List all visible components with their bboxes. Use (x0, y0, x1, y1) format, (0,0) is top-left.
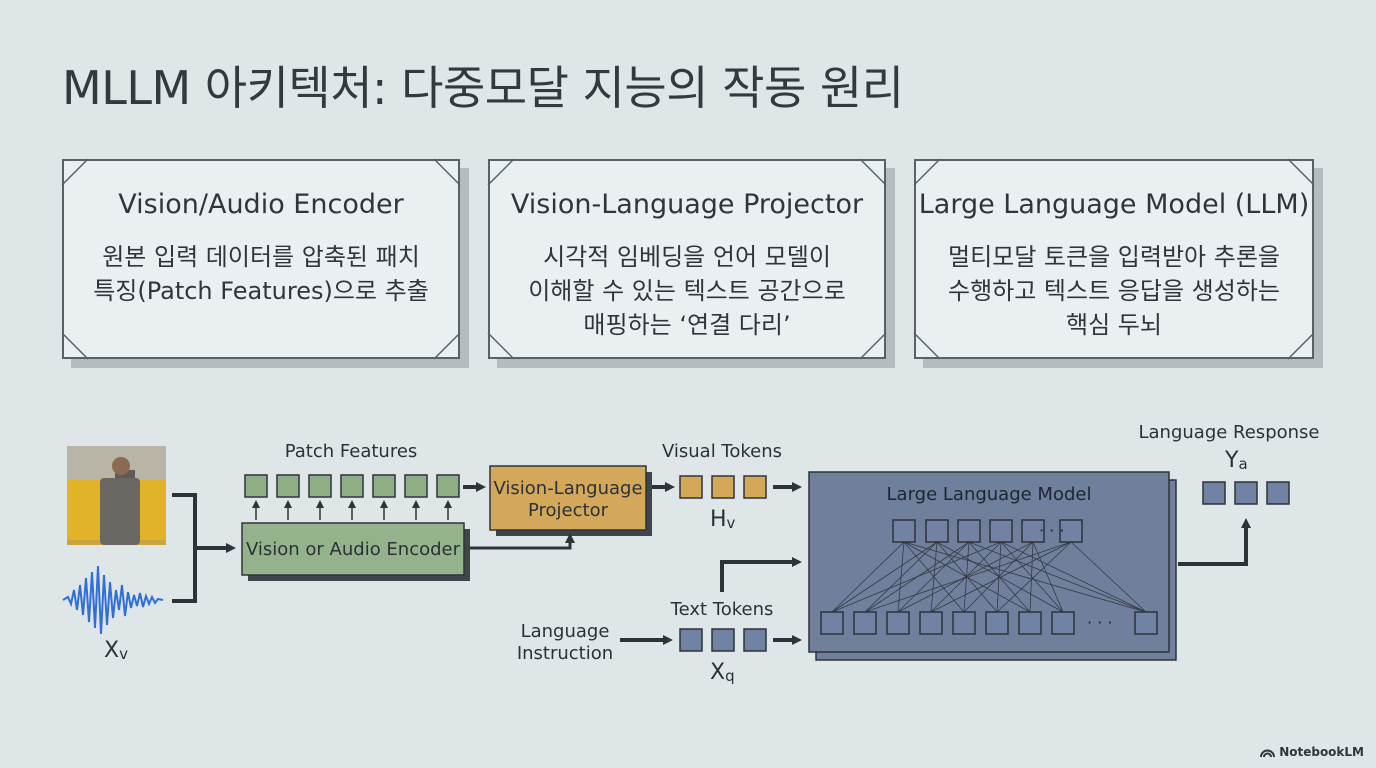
projector-card-title: Vision-Language Projector (510, 189, 864, 220)
response-token (1266, 481, 1290, 505)
text-token (679, 628, 703, 652)
response-tokens (1202, 481, 1290, 505)
patch-token (340, 474, 364, 498)
xv-label: Xv (104, 638, 128, 663)
projector-card-line: 매핑하는 ‘연결 다리’ (583, 311, 791, 339)
projector-card-description: 시각적 임베딩을 언어 모델이 이해할 수 있는 텍스트 공간으로 매핑하는 ‘… (507, 240, 867, 342)
encoder-card-description: 원본 입력 데이터를 압축된 패치 특징(Patch Features)으로 추… (81, 240, 441, 308)
language-instruction-line2: Instruction (517, 643, 613, 664)
projector-box-label-line1: Vision-Language (493, 478, 642, 499)
patch-token (244, 474, 268, 498)
llm-to-response-arrow (1178, 518, 1251, 566)
response-token (1234, 481, 1258, 505)
text-tokens (679, 628, 767, 652)
projector-box (489, 465, 647, 531)
patch-features-label: Patch Features (285, 441, 418, 462)
llm-card-line: 핵심 두뇌 (1066, 311, 1162, 339)
language-response-label: Language Response (1138, 422, 1319, 443)
input-merge-connector (172, 493, 197, 603)
patch-token (276, 474, 300, 498)
llm-box-label: Large Language Model (887, 484, 1092, 505)
llm-network-connections (831, 541, 1147, 613)
notebooklm-watermark: NotebookLM (1260, 745, 1364, 759)
visual-token (679, 475, 703, 499)
encoder-to-projector-arrow (470, 533, 575, 550)
hv-label: Hv (710, 507, 736, 532)
llm-card-title: Large Language Model (LLM) (918, 189, 1310, 220)
response-token (1202, 481, 1226, 505)
input-image-photo (67, 446, 166, 545)
patch-token (308, 474, 332, 498)
llm-card: Large Language Model (LLM) 멀티모달 토큰을 입력받아… (914, 159, 1314, 359)
llm-hidden-nodes (892, 519, 1083, 543)
projector-card-line: 이해할 수 있는 텍스트 공간으로 (528, 277, 846, 305)
llm-input-ellipsis: · · · (1087, 613, 1112, 632)
watermark-text: NotebookLM (1279, 745, 1364, 759)
encoder-box-label: Vision or Audio Encoder (246, 539, 461, 560)
text-tokens-label: Text Tokens (670, 599, 774, 620)
card-corner-decorations (61, 158, 1315, 360)
llm-input-nodes (820, 611, 1158, 635)
patch-token (404, 474, 428, 498)
audio-waveform-icon (62, 565, 164, 635)
text-token (711, 628, 735, 652)
xq-label: Xq (710, 660, 735, 685)
visual-token (743, 475, 767, 499)
llm-hidden-ellipsis: · · · (1039, 521, 1064, 540)
projector-card: Vision-Language Projector 시각적 임베딩을 언어 모델… (488, 159, 886, 359)
llm-card-line: 멀티모달 토큰을 입력받아 추론을 (947, 243, 1280, 271)
encoder-card-line: 특징(Patch Features)으로 추출 (93, 277, 429, 305)
patch-token (436, 474, 460, 498)
projector-box-label-line2: Projector (528, 500, 609, 521)
notebooklm-logo-icon (1260, 749, 1276, 757)
visual-tokens-label: Visual Tokens (662, 441, 782, 462)
visual-tokens (679, 475, 767, 499)
language-instruction-line1: Language (521, 621, 610, 642)
page-title: MLLM 아키텍처: 다중모달 지능의 작동 원리 (62, 61, 904, 115)
mid-input-arrow (720, 557, 802, 592)
ya-label: Ya (1224, 448, 1248, 473)
text-token (743, 628, 767, 652)
llm-card-line: 수행하고 텍스트 응답을 생성하는 (947, 277, 1280, 305)
encoder-box (241, 522, 465, 576)
encoder-to-patch-arrows (252, 500, 452, 520)
encoder-card: Vision/Audio Encoder 원본 입력 데이터를 압축된 패치 특… (62, 159, 460, 359)
visual-token (711, 475, 735, 499)
encoder-card-line: 원본 입력 데이터를 압축된 패치 (102, 243, 420, 271)
patch-token (372, 474, 396, 498)
encoder-card-title: Vision/Audio Encoder (118, 189, 404, 220)
projector-card-line: 시각적 임베딩을 언어 모델이 (543, 243, 831, 271)
patch-feature-tokens (244, 474, 460, 498)
llm-card-description: 멀티모달 토큰을 입력받아 추론을 수행하고 텍스트 응답을 생성하는 핵심 두… (934, 240, 1294, 342)
